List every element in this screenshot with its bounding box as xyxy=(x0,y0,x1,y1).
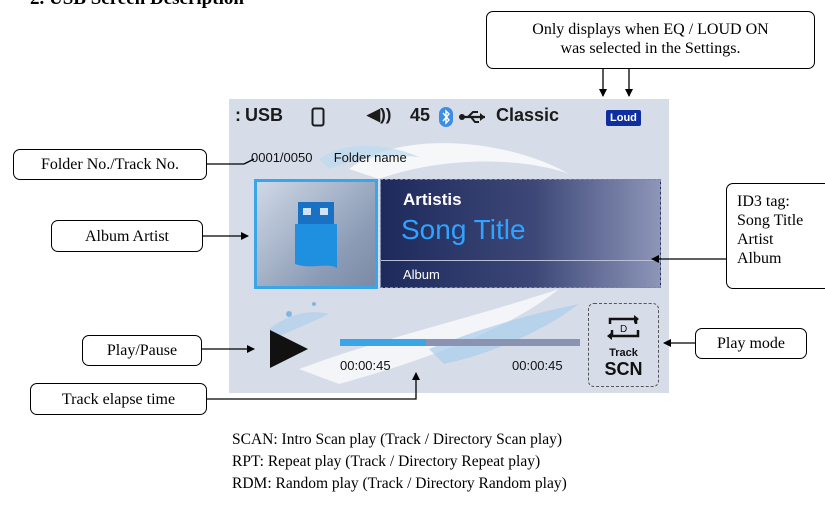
folder-track-callout: Folder No./Track No. xyxy=(13,149,207,180)
id3-line-song-title: Song Title xyxy=(737,212,804,229)
phone-icon xyxy=(311,107,325,132)
usb-drive-icon xyxy=(295,202,337,268)
play-mode-callout: Play mode xyxy=(695,328,807,359)
volume-icon: ◀)) xyxy=(367,105,392,124)
mode-track-label: Track xyxy=(609,347,638,359)
folder-track-number: 0001/0050 xyxy=(251,150,313,165)
eq-loud-callout: Only displays when EQ / LOUD ON was sele… xyxy=(486,11,815,69)
water-splash-background xyxy=(269,143,612,384)
play-mode-notes: SCAN: Intro Scan play (Track / Directory… xyxy=(232,429,567,495)
eq-loud-callout-line1: Only displays when EQ / LOUD ON xyxy=(532,21,769,38)
note-rdm: RDM: Random play (Track / Directory Rand… xyxy=(232,475,567,492)
folder-track-callout-label: Folder No./Track No. xyxy=(40,156,180,173)
folder-name: Folder name xyxy=(333,150,407,165)
play-icon xyxy=(270,330,308,368)
usb-screen: : USB ◀)) 45 Classic Loud 0001/0050 Fold… xyxy=(229,99,669,393)
play-pause-button[interactable] xyxy=(267,327,311,376)
progress-bar[interactable] xyxy=(340,339,580,346)
track-info-panel: Artistis Song Title Album xyxy=(380,179,661,288)
album-name: Album xyxy=(403,267,440,282)
mode-scn-label: SCN xyxy=(604,359,643,379)
repeat-icon: D xyxy=(607,315,640,340)
source-label: USB xyxy=(245,105,284,125)
id3-tag-callout: ID3 tag: Song Title Artist Album xyxy=(726,183,825,289)
play-mode-button[interactable]: D Track SCN xyxy=(588,303,659,387)
progress-fill xyxy=(340,339,427,346)
eq-mode-label: Classic xyxy=(496,105,560,125)
note-scan: SCAN: Intro Scan play (Track / Directory… xyxy=(232,431,563,448)
track-elapse-callout: Track elapse time xyxy=(30,383,207,415)
track-elapse-callout-label: Track elapse time xyxy=(61,391,176,408)
eq-loud-callout-line2: was selected in the Settings. xyxy=(560,40,741,57)
album-art xyxy=(254,179,378,289)
loud-badge: Loud xyxy=(606,110,641,126)
source-dots-icon: : xyxy=(235,105,241,125)
play-pause-callout-label: Play/Pause xyxy=(106,342,178,359)
section-heading: 2. USB Screen Description xyxy=(30,0,244,10)
id3-line-album: Album xyxy=(737,250,782,267)
svg-text:D: D xyxy=(620,324,627,335)
usb-icon xyxy=(459,108,489,131)
id3-line-artist: Artist xyxy=(737,231,774,248)
bluetooth-icon xyxy=(439,107,453,132)
total-time: 00:00:45 xyxy=(512,358,563,373)
album-artist-callout: Album Artist xyxy=(51,220,203,252)
album-divider xyxy=(381,260,660,261)
note-rpt: RPT: Repeat play (Track / Directory Repe… xyxy=(232,453,541,470)
artist-name: Artistis xyxy=(403,190,462,209)
song-title: Song Title xyxy=(401,214,526,245)
play-mode-callout-label: Play mode xyxy=(717,335,785,352)
volume-value: 45 xyxy=(410,105,431,125)
play-pause-callout: Play/Pause xyxy=(82,335,202,366)
id3-line-tag: ID3 tag: xyxy=(737,193,790,210)
album-artist-callout-label: Album Artist xyxy=(84,228,169,245)
status-bar: : USB ◀)) 45 Classic Loud xyxy=(229,105,669,131)
folder-track-line: 0001/0050 Folder name xyxy=(251,150,407,165)
elapsed-time: 00:00:45 xyxy=(340,358,391,373)
